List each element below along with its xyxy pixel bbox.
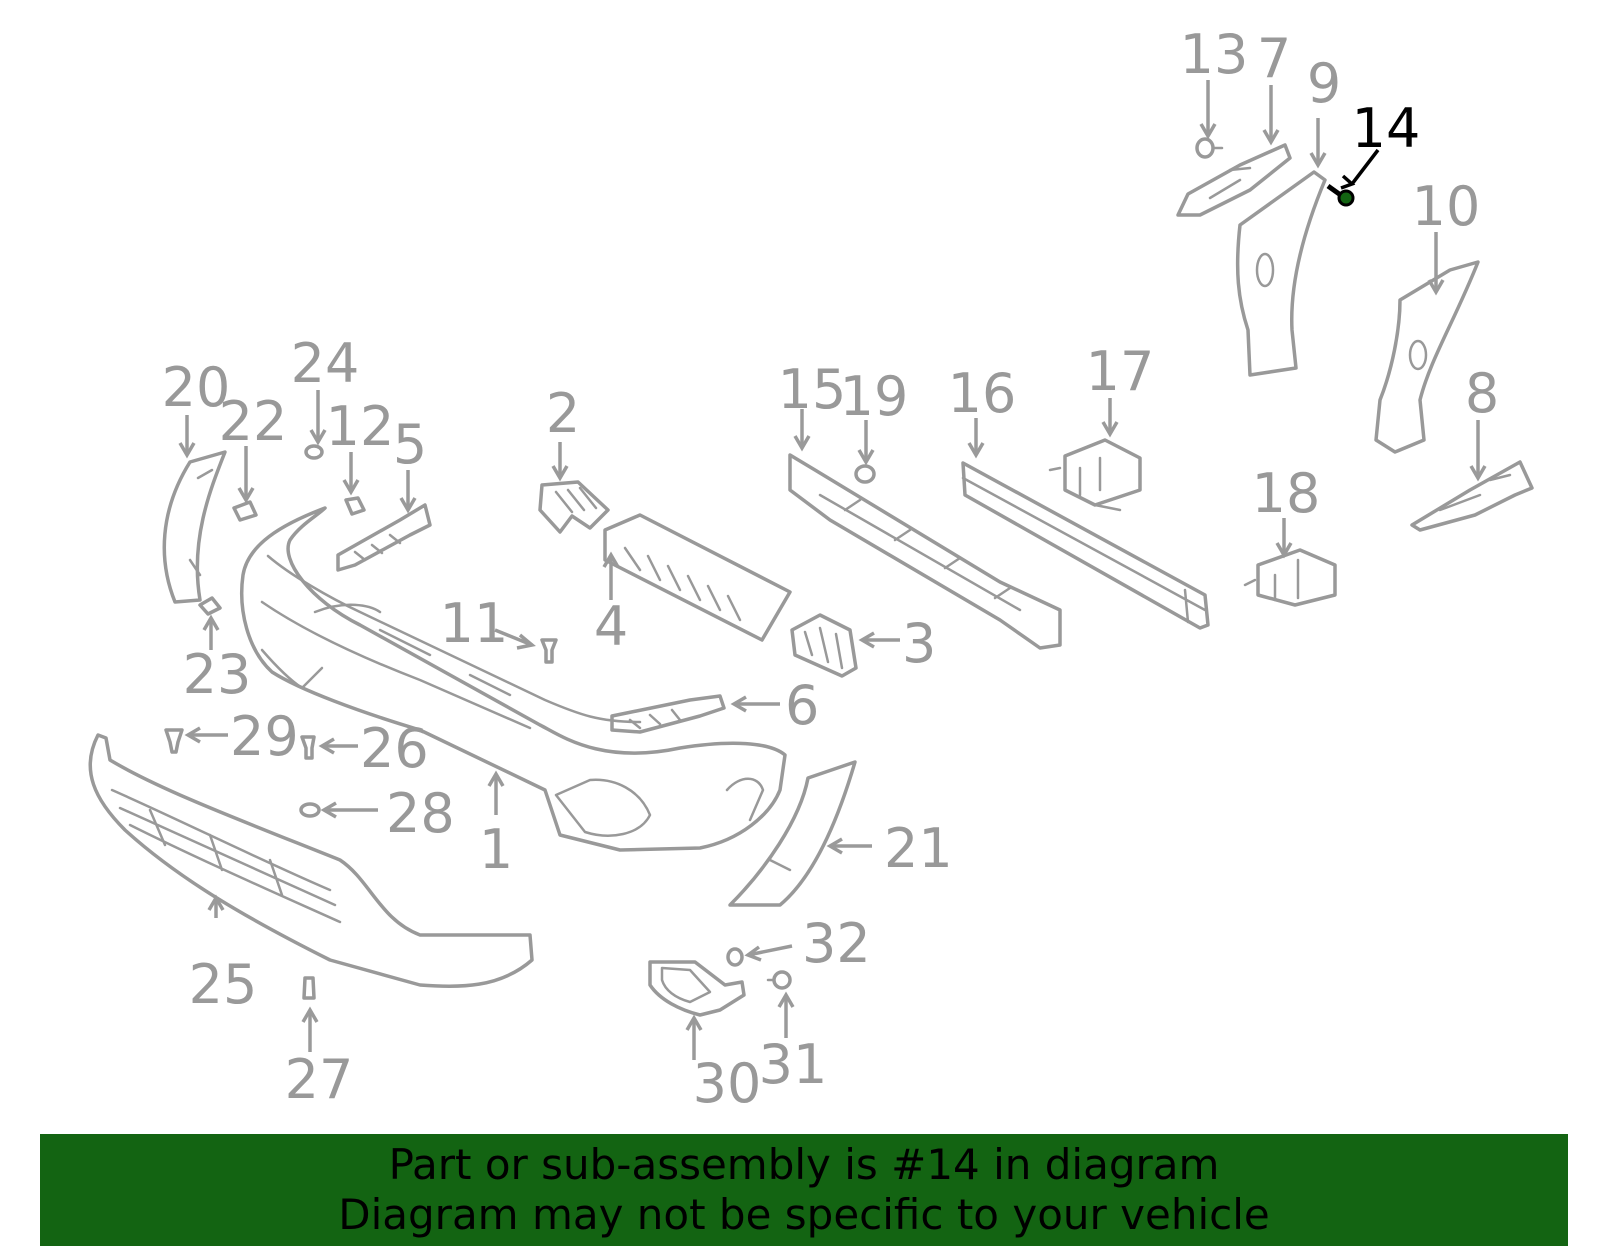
callout-3: 3 (902, 612, 936, 675)
callout-31: 31 (759, 1033, 828, 1096)
part-13-clip (1195, 137, 1224, 159)
callout-29: 29 (230, 705, 299, 768)
banner-line-part-number: Part or sub-assembly is #14 in diagram (388, 1140, 1220, 1189)
part-8-bracket (1410, 460, 1534, 532)
part-11-bolt (540, 638, 558, 664)
part-16-impact-bar (961, 461, 1210, 630)
callout-30: 30 (693, 1052, 762, 1115)
part-2-bracket (538, 480, 610, 534)
callout-12: 12 (326, 395, 395, 458)
part-6-bracket (610, 694, 726, 734)
callout-5: 5 (393, 413, 427, 476)
callout-13: 13 (1180, 23, 1249, 86)
part-15-reinforcement (788, 453, 1062, 650)
part-29-clip (164, 728, 184, 754)
part-18-bracket (1243, 548, 1337, 607)
part-30-fog-lamp (648, 960, 746, 1017)
callout-7: 7 (1257, 27, 1291, 90)
leader-lines (178, 80, 1487, 1060)
callout-24: 24 (291, 332, 360, 395)
callout-27: 27 (285, 1048, 354, 1111)
callout-20: 20 (162, 356, 231, 419)
part-3-bracket (790, 613, 858, 678)
part-24-clip (304, 444, 324, 460)
callout-17: 17 (1086, 340, 1155, 403)
part-25-lower-cover (88, 733, 534, 989)
part-23-clip (198, 596, 222, 616)
part-21-extension (728, 760, 857, 907)
callout-10: 10 (1412, 175, 1481, 238)
part-31-bulb (766, 970, 792, 990)
part-14-bolt-highlighted (1326, 183, 1355, 207)
callout-2: 2 (546, 382, 580, 445)
callout-15: 15 (778, 358, 847, 421)
part-32-grommet (726, 947, 744, 967)
part-17-bracket (1048, 438, 1142, 512)
callout-32: 32 (802, 912, 871, 975)
part-10-stay (1374, 260, 1480, 454)
part-4-retainer (603, 513, 792, 642)
part-7-bracket (1176, 143, 1292, 217)
callout-8: 8 (1465, 362, 1499, 425)
callout-19: 19 (840, 365, 909, 428)
banner-line-disclaimer: Diagram may not be specific to your vehi… (338, 1190, 1270, 1239)
callout-18: 18 (1252, 462, 1321, 525)
leader-32 (747, 944, 793, 957)
part-27-clip (302, 976, 316, 1000)
part-9-stay (1235, 170, 1327, 377)
callout-28: 28 (386, 782, 455, 845)
part-26-clip (300, 735, 316, 760)
callout-11: 11 (440, 592, 509, 655)
callout-4: 4 (594, 595, 628, 658)
callout-23: 23 (183, 643, 252, 706)
part-28-nut (299, 802, 321, 818)
part-12-clip (344, 496, 366, 516)
callout-22: 22 (219, 390, 288, 453)
leader-14 (1350, 148, 1380, 186)
callout-14-highlighted: 14 (1352, 97, 1421, 160)
part-info-banner: Part or sub-assembly is #14 in diagram D… (40, 1134, 1568, 1246)
part-5-bracket (336, 503, 432, 572)
part-20-extension (162, 450, 227, 604)
part-19-nut (854, 464, 876, 484)
callout-25: 25 (189, 953, 258, 1016)
callout-labels: 1 2 3 4 5 6 7 8 9 10 11 12 13 14 15 16 1… (162, 23, 1500, 1115)
callout-26: 26 (360, 717, 429, 780)
part-1-bumper-cover (240, 506, 787, 852)
callout-6: 6 (785, 674, 819, 737)
callout-21: 21 (884, 817, 953, 880)
callout-1: 1 (479, 818, 513, 881)
part-22-clip (232, 500, 258, 522)
leader-11 (494, 628, 533, 647)
callout-16: 16 (948, 362, 1017, 425)
callout-9: 9 (1307, 52, 1341, 115)
